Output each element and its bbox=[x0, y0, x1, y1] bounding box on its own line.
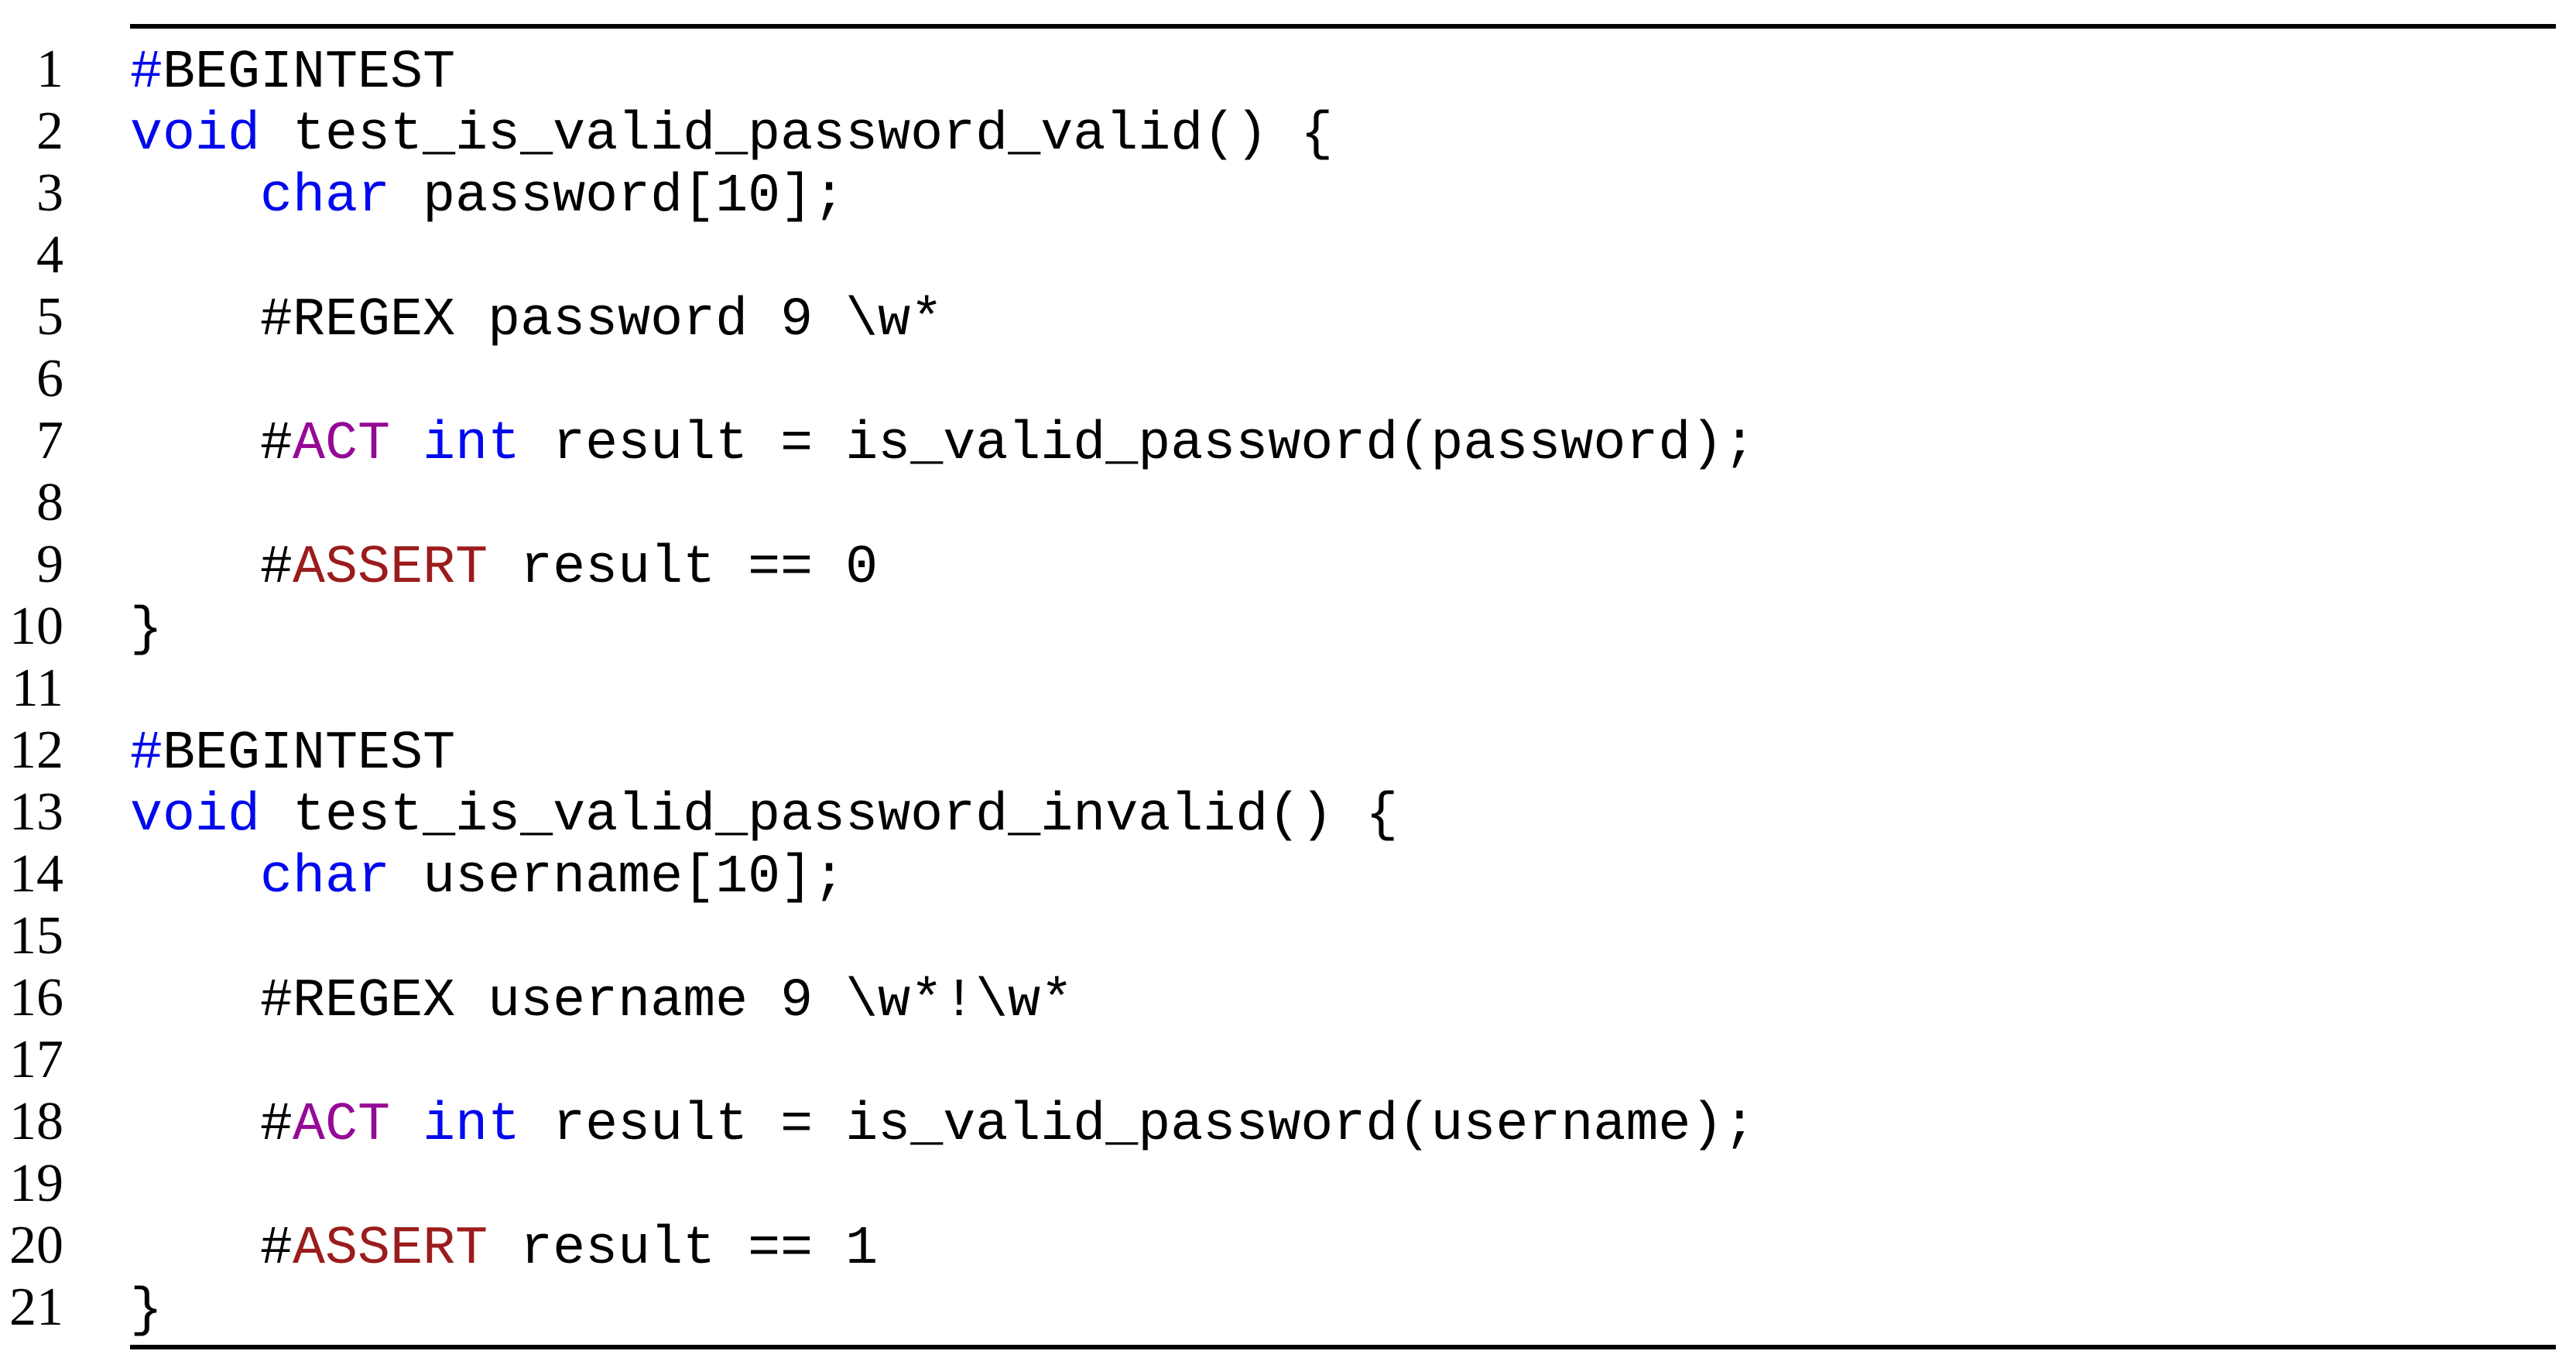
line-number: 16 bbox=[9, 968, 63, 1028]
code-line: 13 void test_is_valid_password_invalid()… bbox=[0, 781, 2576, 846]
code-token: ASSERT bbox=[293, 1219, 488, 1280]
code-token: # bbox=[130, 1219, 293, 1280]
code-line: 17 bbox=[0, 1029, 2576, 1091]
code-line: 19 bbox=[0, 1153, 2576, 1215]
code-token: # bbox=[130, 1095, 293, 1156]
code-token: int bbox=[423, 1095, 521, 1156]
code-token: BEGINTEST bbox=[163, 723, 456, 785]
code-token: result == 0 bbox=[488, 538, 879, 599]
code-token: void bbox=[130, 785, 261, 846]
line-number: 14 bbox=[9, 844, 63, 904]
line-number: 1 bbox=[36, 39, 63, 99]
code-token bbox=[390, 414, 423, 475]
code-line-content: #ACT int result = is_valid_password(pass… bbox=[130, 414, 2576, 476]
line-number: 9 bbox=[36, 535, 63, 594]
line-number: 20 bbox=[9, 1216, 63, 1275]
code-token: password[10]; bbox=[390, 166, 846, 227]
code-token: char bbox=[260, 166, 391, 227]
bottom-rule bbox=[130, 1345, 2556, 1349]
code-line: 4 bbox=[0, 224, 2576, 286]
code-line: 11 bbox=[0, 658, 2576, 720]
code-token: #REGEX username 9 \w*!\w* bbox=[130, 971, 1074, 1032]
code-line-content: #REGEX password 9 \w* bbox=[130, 290, 2576, 352]
line-number: 5 bbox=[36, 287, 63, 347]
code-line: 7 #ACT int result = is_valid_password(pa… bbox=[0, 410, 2576, 475]
code-token bbox=[130, 847, 260, 908]
code-line-content: void test_is_valid_password_invalid() { bbox=[130, 785, 2576, 847]
code-line-content: } bbox=[130, 600, 2576, 662]
code-token bbox=[130, 166, 260, 227]
code-line: 18 #ACT int result = is_valid_password(u… bbox=[0, 1091, 2576, 1156]
line-number: 10 bbox=[9, 597, 63, 656]
code-line: 2 void test_is_valid_password_valid() { bbox=[0, 101, 2576, 166]
code-line-content: char password[10]; bbox=[130, 166, 2576, 228]
code-token: ASSERT bbox=[293, 538, 488, 599]
code-line: 8 bbox=[0, 472, 2576, 534]
code-line-content: #ACT int result = is_valid_password(user… bbox=[130, 1095, 2576, 1157]
code-token: } bbox=[130, 600, 163, 661]
code-listing: 1 #BEGINTEST 2 void test_is_valid_passwo… bbox=[0, 39, 2576, 1342]
line-number: 19 bbox=[9, 1154, 63, 1213]
code-line: 5 #REGEX password 9 \w* bbox=[0, 286, 2576, 351]
code-line: 20 #ASSERT result == 1 bbox=[0, 1215, 2576, 1280]
code-token: } bbox=[130, 1281, 163, 1342]
code-line: 12 #BEGINTEST bbox=[0, 720, 2576, 785]
line-number: 15 bbox=[9, 906, 63, 966]
top-rule bbox=[130, 24, 2556, 29]
code-token: ACT bbox=[293, 414, 391, 475]
line-number: 13 bbox=[9, 782, 63, 842]
line-number: 17 bbox=[9, 1030, 63, 1089]
code-token: username[10]; bbox=[390, 847, 846, 908]
line-number: 21 bbox=[9, 1277, 63, 1337]
line-number: 2 bbox=[36, 101, 63, 161]
code-line: 3 char password[10]; bbox=[0, 162, 2576, 227]
code-line: 6 bbox=[0, 348, 2576, 410]
code-line: 10 } bbox=[0, 596, 2576, 661]
code-line: 9 #ASSERT result == 0 bbox=[0, 534, 2576, 599]
code-token: char bbox=[260, 847, 391, 908]
code-token: BEGINTEST bbox=[163, 43, 456, 104]
code-token: result = is_valid_password(username); bbox=[520, 1095, 1756, 1156]
code-line: 1 #BEGINTEST bbox=[0, 39, 2576, 104]
code-token: test_is_valid_password_invalid() { bbox=[260, 785, 1399, 846]
code-line-content: char username[10]; bbox=[130, 847, 2576, 909]
code-token: # bbox=[130, 414, 293, 475]
code-token: # bbox=[130, 723, 163, 785]
code-line: 14 char username[10]; bbox=[0, 843, 2576, 908]
code-line: 21 } bbox=[0, 1277, 2576, 1342]
code-line-content: void test_is_valid_password_valid() { bbox=[130, 104, 2576, 166]
code-token: result = is_valid_password(password); bbox=[520, 414, 1756, 475]
line-number: 6 bbox=[36, 349, 63, 409]
code-line-content: #BEGINTEST bbox=[130, 43, 2576, 104]
line-number: 18 bbox=[9, 1092, 63, 1151]
line-number: 4 bbox=[36, 225, 63, 285]
code-token: # bbox=[130, 43, 163, 104]
line-number: 8 bbox=[36, 473, 63, 532]
code-line-content: #ASSERT result == 0 bbox=[130, 538, 2576, 600]
code-line-content: #REGEX username 9 \w*!\w* bbox=[130, 971, 2576, 1033]
code-line-content: #ASSERT result == 1 bbox=[130, 1219, 2576, 1281]
code-token: result == 1 bbox=[488, 1219, 879, 1280]
code-token: test_is_valid_password_valid() { bbox=[260, 104, 1334, 166]
line-number: 12 bbox=[9, 720, 63, 780]
code-line-content: } bbox=[130, 1281, 2576, 1342]
code-token: void bbox=[130, 104, 261, 166]
line-number: 3 bbox=[36, 163, 63, 223]
code-token: # bbox=[130, 538, 293, 599]
code-line-content: #BEGINTEST bbox=[130, 723, 2576, 785]
code-line: 15 bbox=[0, 905, 2576, 967]
code-line: 16 #REGEX username 9 \w*!\w* bbox=[0, 967, 2576, 1032]
code-token bbox=[390, 1095, 423, 1156]
line-number: 7 bbox=[36, 411, 63, 470]
code-token: ACT bbox=[293, 1095, 391, 1156]
code-token: int bbox=[423, 414, 521, 475]
line-number: 11 bbox=[11, 658, 63, 718]
code-token: #REGEX password 9 \w* bbox=[130, 290, 944, 351]
